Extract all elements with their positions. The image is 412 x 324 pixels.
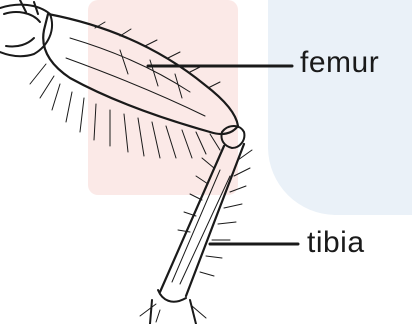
tibia-label: tibia: [307, 228, 365, 258]
watermark-blue-block: [268, 0, 412, 215]
femur-label: femur: [300, 48, 379, 78]
tarsus-segment: [140, 290, 206, 324]
